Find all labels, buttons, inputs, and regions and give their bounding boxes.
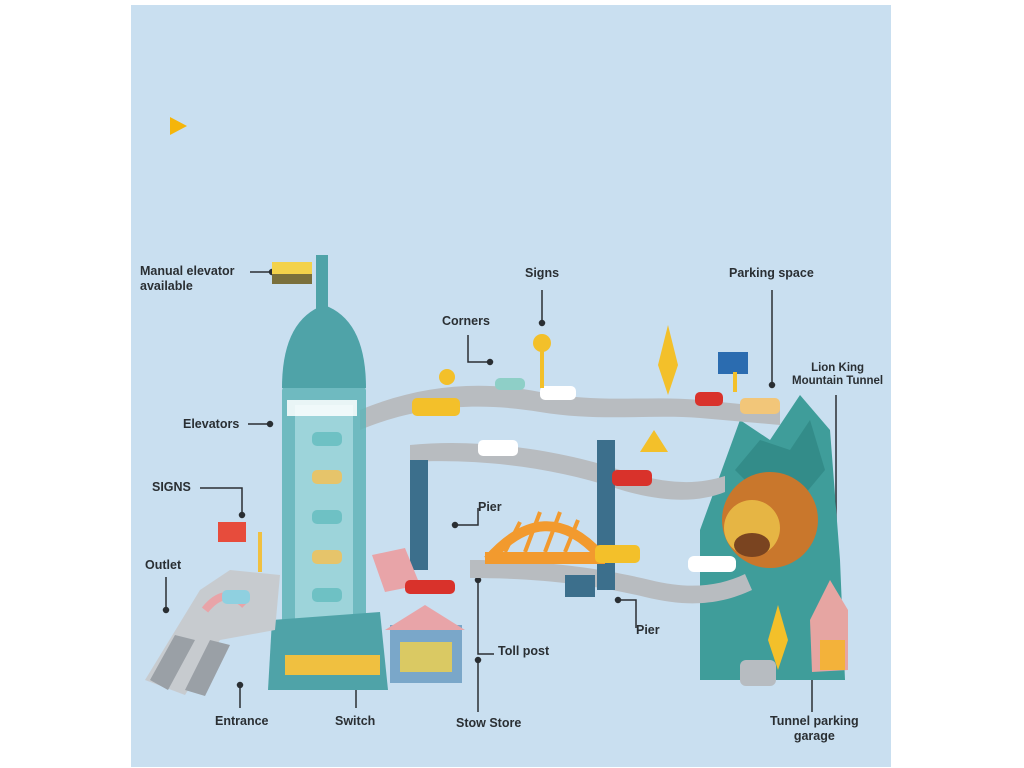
upper-track: [360, 385, 780, 430]
toy-cars: [412, 378, 780, 572]
label-pier-right: Pier: [636, 623, 660, 637]
label-manual-elevator: Manual elevator available: [140, 264, 235, 293]
label-lion-tunnel: Lion King Mountain Tunnel: [792, 362, 884, 387]
orange-bridge: [484, 521, 604, 564]
label-elevators: Elevators: [183, 417, 240, 431]
label-stow-store: Stow Store: [456, 716, 522, 730]
label-signs-left: SIGNS: [152, 480, 191, 494]
label-toll-post: Toll post: [498, 644, 550, 658]
middle-track: [410, 442, 725, 500]
label-switch: Switch: [335, 714, 376, 728]
label-parking-space: Parking space: [729, 266, 814, 280]
label-outlet: Outlet: [145, 558, 182, 572]
label-tunnel-garage: Tunnel parking garage: [770, 714, 859, 743]
label-pier-middle: Pier: [478, 500, 502, 514]
label-corners: Corners: [442, 314, 490, 328]
play-icon[interactable]: [170, 117, 187, 135]
label-entrance: Entrance: [215, 714, 269, 728]
label-signs-top: Signs: [525, 266, 560, 280]
